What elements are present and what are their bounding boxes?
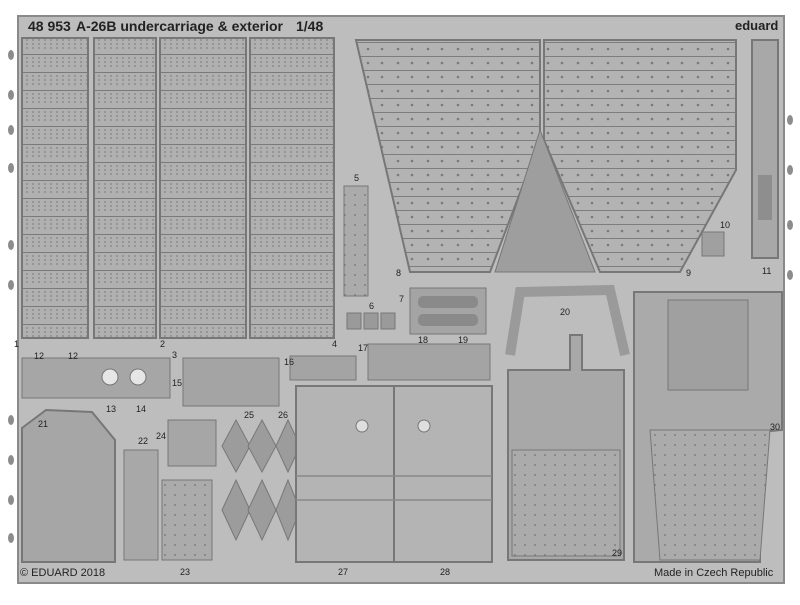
part-number: 21: [38, 419, 49, 429]
part-number: 25: [244, 410, 255, 420]
scale-label: 1/48: [296, 18, 324, 34]
part-11-strip: [751, 39, 779, 259]
origin-label: Made in Czech Republic: [654, 567, 774, 579]
part-17-19: [367, 343, 491, 381]
part-number: 1: [14, 339, 20, 349]
part-10: [701, 231, 725, 257]
part-number: 20: [560, 307, 571, 317]
part-number: 7: [399, 294, 405, 304]
part-8-9-flaps: [354, 39, 737, 273]
part-29-detail: [511, 449, 621, 557]
part-number: 12: [68, 351, 79, 361]
part-number: 24: [156, 431, 167, 441]
part-number: 15: [172, 378, 183, 388]
part-22: [123, 449, 159, 561]
part-number: 8: [396, 268, 402, 278]
part-number: 19: [458, 335, 469, 345]
brand-logo: eduard: [735, 18, 779, 33]
part-7-slot: [418, 314, 478, 326]
part-25-26-struts: [221, 418, 301, 542]
part-number: 22: [138, 436, 149, 446]
part-number: 17: [358, 343, 369, 353]
part-number: 5: [354, 173, 360, 183]
part-number: 2: [160, 339, 166, 349]
part-number: 12: [34, 351, 45, 361]
part-number: 26: [278, 410, 289, 420]
part-number: 9: [686, 268, 692, 278]
part-20: [505, 284, 630, 357]
part-number: 10: [720, 220, 731, 230]
part-number: 16: [284, 357, 295, 367]
part-number: 14: [136, 404, 147, 414]
part-30-panel: [667, 299, 749, 391]
part-21: [21, 408, 116, 563]
set-number: 48 953: [28, 18, 71, 34]
part-5: [343, 185, 369, 297]
part-number: 4: [332, 339, 338, 349]
part-13-14-rings: [101, 368, 147, 386]
part-7-slot: [418, 296, 478, 308]
part-27-marking: [355, 419, 369, 433]
part-12-14: [21, 357, 171, 399]
part-number: 18: [418, 335, 429, 345]
part-28-marking: [417, 419, 431, 433]
part-number: 11: [762, 266, 772, 276]
part-11-detail: [758, 175, 772, 220]
part-24: [167, 419, 217, 467]
copyright: © EDUARD 2018: [20, 567, 106, 579]
part-number: 28: [440, 567, 451, 577]
part-1-4-gear-doors: [21, 37, 335, 339]
part-number: 13: [106, 404, 117, 414]
part-number: 23: [180, 567, 191, 577]
part-number: 29: [612, 548, 623, 558]
part-number: 6: [369, 301, 375, 311]
part-30-detail: [649, 429, 771, 561]
part-number: 27: [338, 567, 349, 577]
part-number: 3: [172, 350, 178, 360]
part-number: 30: [770, 422, 781, 432]
part-6: [346, 312, 396, 330]
fret-sprue-holes: [8, 50, 793, 543]
part-16: [289, 355, 357, 381]
part-7: [409, 287, 487, 335]
part-23: [161, 479, 213, 561]
part-15: [182, 357, 280, 407]
set-title: A-26B undercarriage & exterior: [76, 18, 283, 34]
